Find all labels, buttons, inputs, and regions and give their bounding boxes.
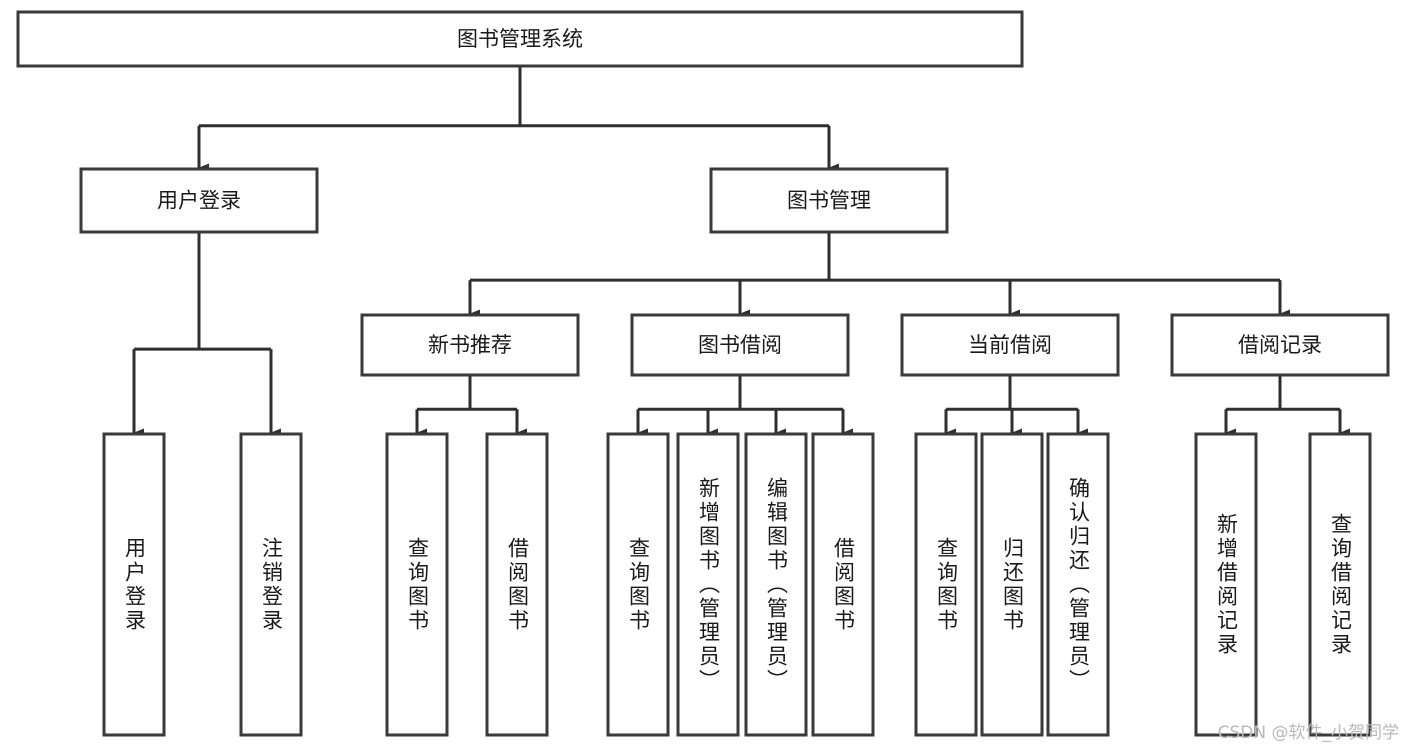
- node-label: 新增借阅记录: [1214, 512, 1239, 657]
- node-label: 用户登录: [157, 189, 241, 213]
- node-box: [630, 313, 850, 377]
- node-box: [1308, 432, 1372, 737]
- node-box: [811, 432, 875, 737]
- node-label: 归还图书: [1000, 536, 1025, 633]
- node-box: [1170, 313, 1390, 377]
- node-label: 新书推荐: [428, 333, 512, 357]
- node-root[interactable]: 图书管理系统: [16, 10, 1024, 68]
- node-leaf-borrow-book-1[interactable]: 借阅图书: [485, 432, 549, 737]
- edges-layer: [132, 66, 1350, 438]
- node-leaf-query-book-1[interactable]: 查询图书: [385, 432, 449, 737]
- node-box: [676, 432, 740, 737]
- node-leaf-query-record[interactable]: 查询借阅记录: [1308, 432, 1372, 737]
- node-leaf-return-book[interactable]: 归还图书: [980, 432, 1044, 737]
- node-box: [1046, 432, 1110, 737]
- node-label: 确认归还（管理员）: [1066, 476, 1091, 693]
- node-label: 查询图书: [934, 536, 959, 633]
- node-leaf-borrow-book-2[interactable]: 借阅图书: [811, 432, 875, 737]
- node-box: [744, 432, 808, 737]
- node-box: [709, 167, 949, 234]
- node-new-book-recommend[interactable]: 新书推荐: [360, 313, 580, 377]
- node-box: [239, 432, 303, 737]
- node-box: [16, 10, 1024, 68]
- node-box: [79, 167, 319, 234]
- nodes-layer: 图书管理系统用户登录图书管理新书推荐图书借阅当前借阅借阅记录用户登录注销登录查询…: [16, 10, 1390, 737]
- node-label: 借阅记录: [1238, 333, 1322, 357]
- node-leaf-logout[interactable]: 注销登录: [239, 432, 303, 737]
- node-box: [485, 432, 549, 737]
- node-label: 用户登录: [122, 536, 147, 633]
- node-label: 注销登录: [259, 536, 284, 633]
- node-label: 新增图书（管理员）: [696, 476, 721, 693]
- node-label: 查询借阅记录: [1328, 512, 1353, 657]
- node-label: 查询图书: [626, 536, 651, 633]
- watermark-label: CSDN @软件_小贺同学: [1217, 723, 1399, 743]
- node-label: 借阅图书: [831, 536, 856, 633]
- node-label: 图书管理系统: [457, 27, 583, 51]
- node-box: [360, 313, 580, 377]
- node-label: 图书借阅: [698, 333, 782, 357]
- node-label: 借阅图书: [505, 536, 530, 633]
- node-user-login[interactable]: 用户登录: [79, 167, 319, 234]
- node-book-manage[interactable]: 图书管理: [709, 167, 949, 234]
- node-label: 当前借阅: [968, 333, 1052, 357]
- node-leaf-query-book-2[interactable]: 查询图书: [606, 432, 670, 737]
- node-leaf-query-book-3[interactable]: 查询图书: [914, 432, 978, 737]
- node-book-borrow[interactable]: 图书借阅: [630, 313, 850, 377]
- node-leaf-edit-book[interactable]: 编辑图书（管理员）: [744, 432, 808, 737]
- node-box: [606, 432, 670, 737]
- node-leaf-user-login[interactable]: 用户登录: [102, 432, 166, 737]
- node-leaf-confirm-return[interactable]: 确认归还（管理员）: [1046, 432, 1110, 737]
- node-current-borrow[interactable]: 当前借阅: [900, 313, 1120, 377]
- node-leaf-add-record[interactable]: 新增借阅记录: [1194, 432, 1258, 737]
- node-box: [1194, 432, 1258, 737]
- node-borrow-record[interactable]: 借阅记录: [1170, 313, 1390, 377]
- node-label: 编辑图书（管理员）: [764, 476, 789, 693]
- node-box: [914, 432, 978, 737]
- node-label: 查询图书: [405, 536, 430, 633]
- node-box: [900, 313, 1120, 377]
- node-box: [980, 432, 1044, 737]
- node-label: 图书管理: [787, 189, 871, 213]
- node-box: [385, 432, 449, 737]
- node-box: [102, 432, 166, 737]
- node-leaf-add-book[interactable]: 新增图书（管理员）: [676, 432, 740, 737]
